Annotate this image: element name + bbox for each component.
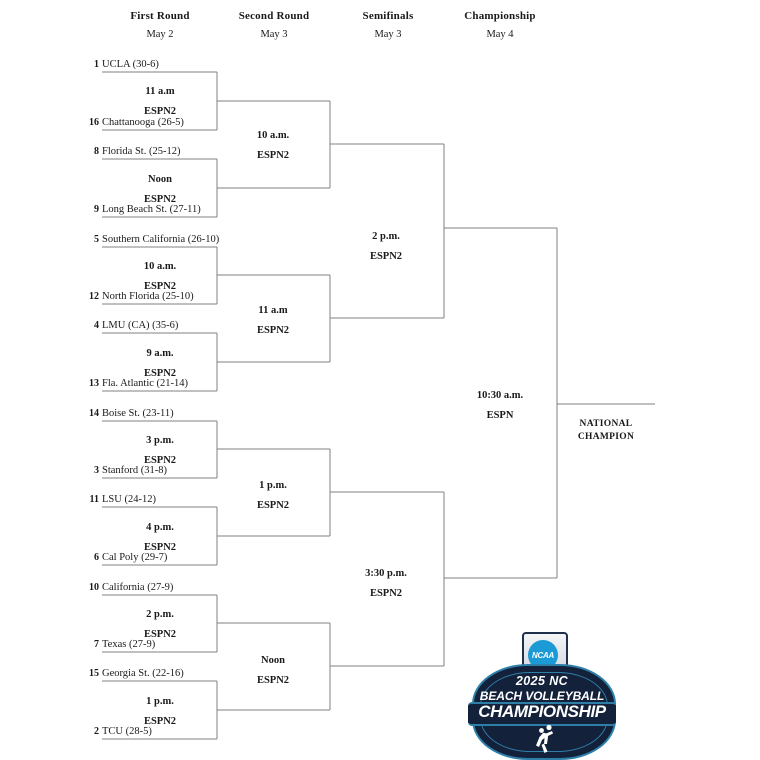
- header-round-date: May 3: [374, 29, 402, 40]
- team-name: Southern California (26-10): [102, 234, 220, 245]
- team-name: Cal Poly (29-7): [102, 552, 168, 563]
- team-name: Stanford (31-8): [102, 465, 168, 476]
- team-seed: 15: [89, 668, 99, 679]
- logo-band: [468, 702, 616, 726]
- team-seed: 2: [94, 726, 99, 737]
- game-network: ESPN2: [256, 675, 290, 686]
- header-round-label: Championship: [464, 10, 536, 22]
- game-info: 10 a.m. ESPN2: [213, 130, 333, 161]
- game-network: ESPN2: [369, 251, 403, 262]
- game-network: ESPN2: [143, 716, 177, 727]
- team-name: Fla. Atlantic (21-14): [102, 378, 189, 389]
- game-network: ESPN2: [143, 194, 177, 205]
- team-name: UCLA (30-6): [102, 59, 159, 70]
- game-info: Noon ESPN2: [100, 174, 220, 205]
- game-network: ESPN2: [143, 455, 177, 466]
- team-name: North Florida (25-10): [102, 291, 194, 302]
- team-name: Boise St. (23-11): [102, 408, 174, 419]
- champion-line-2: CHAMPION: [577, 432, 635, 442]
- game-info: 3 p.m. ESPN2: [100, 435, 220, 466]
- team-seed: 3: [94, 465, 99, 476]
- game-time: 3 p.m.: [146, 435, 174, 446]
- game-time: 10:30 a.m.: [476, 390, 524, 401]
- game-network: ESPN2: [143, 629, 177, 640]
- game-info: 11 a.m ESPN2: [100, 86, 220, 117]
- game-time: 4 p.m.: [146, 522, 174, 533]
- game-time: 1 p.m.: [259, 480, 287, 491]
- game-info: 2 p.m. ESPN2: [100, 609, 220, 640]
- game-info: 11 a.m ESPN2: [213, 305, 333, 336]
- ncaa-championship-logo: NCAA 2025 NC BEACH VOLLEYBALL CHAMPIONSH…: [468, 632, 616, 760]
- game-info: 3:30 p.m. ESPN2: [326, 568, 446, 599]
- header-semifinals: Semifinals May 3: [298, 10, 478, 40]
- champion-line-1: NATIONAL: [579, 419, 633, 429]
- game-network: ESPN2: [256, 325, 290, 336]
- team-name: LSU (24-12): [102, 494, 156, 505]
- logo-line-3: CHAMPIONSHIP: [478, 702, 606, 721]
- game-info: 9 a.m. ESPN2: [100, 348, 220, 379]
- game-time: 11 a.m: [258, 305, 288, 316]
- ncaa-badge-text: NCAA: [532, 650, 554, 660]
- team-name: Texas (27-9): [102, 639, 156, 650]
- game-time: 10 a.m.: [256, 130, 290, 141]
- team-seed: 14: [89, 408, 99, 419]
- game-info-championship: 10:30 a.m. ESPN: [440, 390, 560, 421]
- game-network: ESPN2: [256, 500, 290, 511]
- game-time: 11 a.m: [145, 86, 175, 97]
- team-seed: 10: [89, 582, 99, 593]
- game-time: 3:30 p.m.: [365, 568, 407, 579]
- game-time: Noon: [148, 174, 172, 185]
- volleyball-player-icon: [536, 724, 553, 753]
- team-seed: 5: [94, 234, 99, 245]
- header-round-date: May 4: [486, 29, 514, 40]
- team-name: Chattanooga (26-5): [102, 117, 184, 128]
- team-seed: 1: [94, 59, 99, 70]
- team-name: California (27-9): [102, 582, 174, 593]
- logo-line-1: 2025 NC: [515, 674, 569, 688]
- game-time: 10 a.m.: [143, 261, 177, 272]
- header-round-label: First Round: [130, 10, 190, 22]
- game-network: ESPN2: [143, 368, 177, 379]
- team-name: Long Beach St. (27-11): [102, 204, 201, 215]
- header-second-round: Second Round May 3: [184, 10, 364, 40]
- game-network: ESPN2: [143, 106, 177, 117]
- team-seed: 11: [89, 494, 99, 505]
- header-round-label: Second Round: [238, 10, 310, 22]
- game-network: ESPN2: [369, 588, 403, 599]
- game-time: 9 a.m.: [146, 348, 174, 359]
- team-seed: 13: [89, 378, 99, 389]
- team-seed: 12: [89, 291, 99, 302]
- game-info: 1 p.m. ESPN2: [100, 696, 220, 727]
- team-seed: 9: [94, 204, 99, 215]
- game-info: 10 a.m. ESPN2: [100, 261, 220, 292]
- header-round-date: May 3: [260, 29, 288, 40]
- game-time: 2 p.m.: [146, 609, 174, 620]
- team-seed: 7: [94, 639, 99, 650]
- game-info: 4 p.m. ESPN2: [100, 522, 220, 553]
- team-seed: 16: [89, 117, 99, 128]
- team-name: TCU (28-5): [102, 726, 152, 737]
- game-network: ESPN: [486, 410, 514, 421]
- game-network: ESPN2: [143, 542, 177, 553]
- game-time: 2 p.m.: [372, 231, 400, 242]
- team-name: Florida St. (25-12): [102, 146, 181, 157]
- game-info: 1 p.m. ESPN2: [213, 480, 333, 511]
- team-name: Georgia St. (22-16): [102, 668, 184, 679]
- header-round-date: May 2: [146, 29, 174, 40]
- game-network: ESPN2: [143, 281, 177, 292]
- team-seed: 6: [94, 552, 99, 563]
- team-seed: 4: [94, 320, 99, 331]
- header-first-round: First Round May 2: [70, 10, 250, 40]
- game-info: 2 p.m. ESPN2: [326, 231, 446, 262]
- national-champion-label: NATIONAL CHAMPION: [564, 418, 648, 444]
- game-info: Noon ESPN2: [213, 655, 333, 686]
- game-time: Noon: [261, 655, 285, 666]
- header-round-label: Semifinals: [362, 10, 414, 22]
- team-seed: 8: [94, 146, 99, 157]
- game-time: 1 p.m.: [146, 696, 174, 707]
- game-network: ESPN2: [256, 150, 290, 161]
- header-championship: Championship May 4: [410, 10, 590, 40]
- team-name: LMU (CA) (35-6): [102, 320, 179, 331]
- logo-line-2: BEACH VOLLEYBALL: [479, 689, 605, 703]
